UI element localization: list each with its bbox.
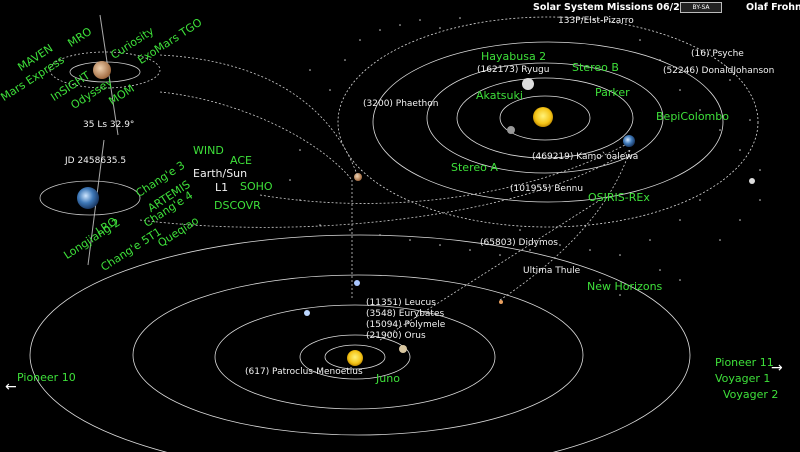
label-133p: 133P/Elst-Pizarro — [558, 16, 634, 26]
mars-season: 35 Ls 32.9° — [83, 120, 135, 130]
mars-inner — [354, 173, 362, 181]
label-kamooalewa: (469219) Kamo`oalewa — [532, 152, 639, 162]
label-stereo-b: Stereo B — [572, 61, 619, 74]
label-wind: WIND — [193, 144, 224, 157]
earth-inner — [623, 135, 635, 147]
inner-system-orbits — [337, 16, 759, 228]
earth-system-graphic — [39, 139, 141, 266]
label-bepicolombo: BepiColombo — [656, 110, 729, 123]
label-bennu: (101955) Bennu — [510, 184, 584, 194]
label-parker: Parker — [595, 86, 630, 99]
label-didymos: (65803) Didymos — [480, 238, 558, 248]
saturn — [399, 345, 407, 353]
connector-lines — [139, 54, 631, 341]
arrow-left-icon: ← — [5, 379, 17, 395]
venus — [522, 78, 534, 90]
label-pioneer-10: Pioneer 10 — [17, 371, 76, 384]
ceres — [749, 178, 755, 184]
uranus — [304, 310, 310, 316]
label-psyche: (16) Psyche — [691, 49, 744, 59]
l1-label-earth-sun: Earth/Sun — [193, 167, 248, 180]
label-pioneer-11: Pioneer 11 — [715, 356, 774, 369]
julian-date: JD 2458635.5 — [65, 156, 127, 166]
author: Olaf Frohn — [746, 2, 800, 13]
label-leucus: (11351) Leucus — [366, 298, 436, 308]
page-title: Solar System Missions 06/2019 — [533, 2, 700, 13]
mars-system-graphic — [49, 14, 161, 136]
sun-inner — [533, 107, 553, 127]
label-ace: ACE — [230, 154, 252, 167]
sun-outer — [347, 350, 363, 366]
label-hayabusa-2: Hayabusa 2 — [481, 50, 547, 63]
label-voyager-1: Voyager 1 — [715, 372, 771, 385]
outer-system-orbits — [29, 234, 691, 452]
label-akatsuki: Akatsuki — [476, 89, 523, 102]
label-donaldjohanson: (52246) DonaldJohanson — [663, 66, 775, 76]
label-stereo-a: Stereo A — [451, 161, 498, 174]
pluto — [499, 300, 503, 304]
label-polymele: (15094) Polymele — [366, 320, 446, 330]
arrow-right-icon: → — [771, 360, 783, 376]
label-dscovr: DSCOVR — [214, 199, 261, 212]
label-new-horizons: New Horizons — [587, 280, 663, 293]
l1-label: L1 — [215, 181, 229, 194]
mercury — [507, 126, 515, 134]
label-ryugu: (162173) Ryugu — [477, 65, 550, 75]
label-phaethon: (3200) Phaethon — [363, 99, 439, 109]
neptune — [354, 280, 360, 286]
label-juno: Juno — [376, 372, 400, 385]
label-orus: (21900) Orus — [366, 331, 426, 341]
license-badge: BY-SA — [680, 2, 722, 13]
label-voyager-2: Voyager 2 — [723, 388, 779, 401]
label-eurybates: (3548) Eurybates — [366, 309, 445, 319]
label-soho: SOHO — [240, 180, 273, 193]
label-patroclus: (617) Patroclus-Menoetius — [245, 367, 363, 377]
label-osiris-rex: OSIRIS-REx — [588, 191, 650, 204]
label-ultima-thule: Ultima Thule — [523, 266, 581, 276]
asteroid-field — [289, 17, 761, 296]
